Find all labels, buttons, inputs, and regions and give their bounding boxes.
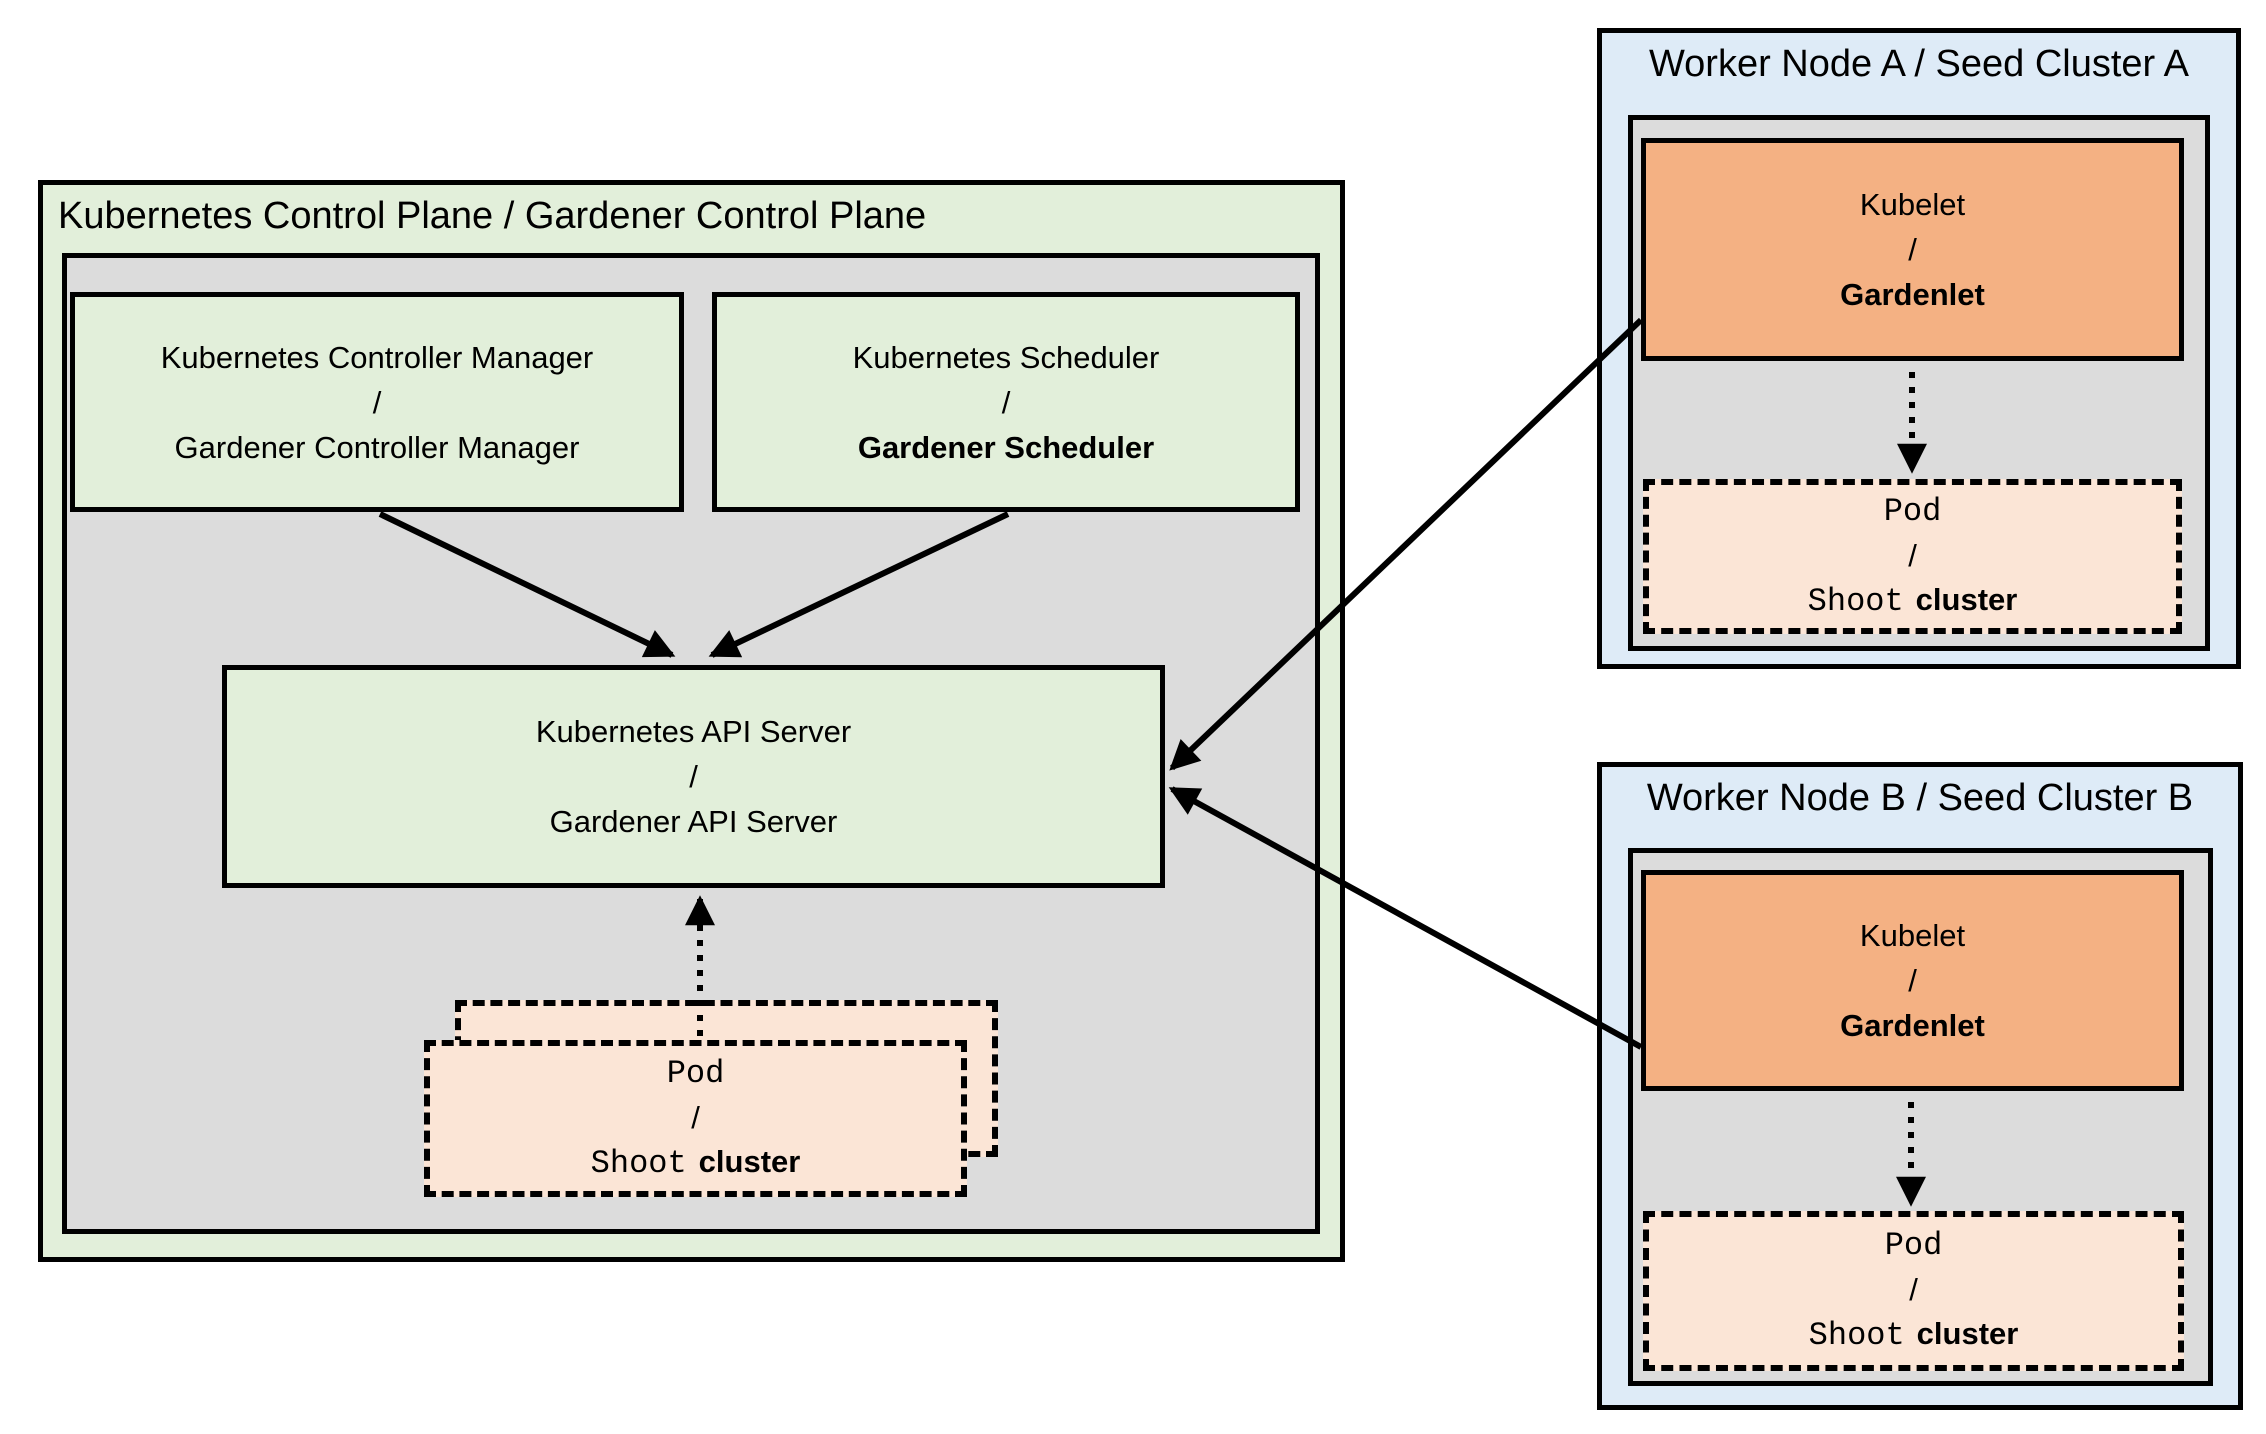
controller-manager-box: Kubernetes Controller Manager / Gardener… bbox=[70, 292, 684, 512]
kubelet-a-line2: Gardenlet bbox=[1840, 277, 1985, 312]
pod-line2-label: cluster bbox=[698, 1143, 801, 1179]
worker-node-a-title: Worker Node A / Seed Cluster A bbox=[1648, 43, 2189, 85]
scheduler-line2: Gardener Scheduler bbox=[857, 429, 1155, 465]
kubelet-b-separator: / bbox=[1908, 963, 1917, 998]
pod-line1: Pod bbox=[666, 1054, 725, 1092]
kubelet-b-line2: Gardenlet bbox=[1840, 1008, 1985, 1043]
pod-shoot-cluster-box-a: Pod / Shoot cluster bbox=[1643, 479, 2182, 634]
pod-a-line2: Shoot cluster bbox=[1808, 578, 2018, 624]
scheduler-box: Kubernetes Scheduler / Gardener Schedule… bbox=[712, 292, 1300, 512]
api-server-line2: Gardener API Server bbox=[549, 804, 838, 839]
pod-a-line2-code: Shoot bbox=[1807, 582, 1904, 620]
pod-b-line1: Pod bbox=[1884, 1227, 1943, 1264]
pod-a-line2-label: cluster bbox=[1915, 581, 2018, 617]
pod-b-line2: Shoot cluster bbox=[1809, 1312, 2019, 1358]
kubelet-a-separator: / bbox=[1908, 232, 1917, 267]
pod-b-separator: / bbox=[1909, 1272, 1918, 1307]
kubelet-gardenlet-box-b: Kubelet / Gardenlet bbox=[1641, 870, 2184, 1091]
kubelet-b-line1: Kubelet bbox=[1859, 918, 1966, 953]
controller-manager-line2: Gardener Controller Manager bbox=[174, 429, 580, 465]
scheduler-line1: Kubernetes Scheduler bbox=[852, 339, 1160, 375]
controller-manager-line1: Kubernetes Controller Manager bbox=[160, 339, 594, 375]
worker-node-b-title: Worker Node B / Seed Cluster B bbox=[1646, 777, 2194, 819]
pod-line2-code: Shoot bbox=[590, 1144, 687, 1182]
pod-a-separator: / bbox=[1908, 537, 1917, 573]
kubelet-a-line1: Kubelet bbox=[1859, 187, 1966, 222]
kubelet-gardenlet-box-a: Kubelet / Gardenlet bbox=[1641, 138, 2184, 361]
api-server-line1: Kubernetes API Server bbox=[535, 714, 852, 749]
api-server-box: Kubernetes API Server / Gardener API Ser… bbox=[222, 665, 1165, 888]
pod-separator: / bbox=[691, 1099, 700, 1135]
pod-b-line2-code: Shoot bbox=[1808, 1317, 1905, 1354]
api-server-separator: / bbox=[689, 759, 698, 794]
scheduler-separator: / bbox=[1001, 384, 1011, 420]
controller-manager-separator: / bbox=[372, 384, 382, 420]
control-plane-title: Kubernetes Control Plane / Gardener Cont… bbox=[58, 195, 927, 237]
pod-shoot-cluster-box: Pod / Shoot cluster bbox=[424, 1040, 967, 1197]
pod-a-line1: Pod bbox=[1883, 492, 1942, 530]
pod-b-line2-label: cluster bbox=[1916, 1316, 2019, 1351]
pod-line2: Shoot cluster bbox=[591, 1140, 801, 1186]
pod-shoot-cluster-box-b: Pod / Shoot cluster bbox=[1643, 1211, 2184, 1371]
